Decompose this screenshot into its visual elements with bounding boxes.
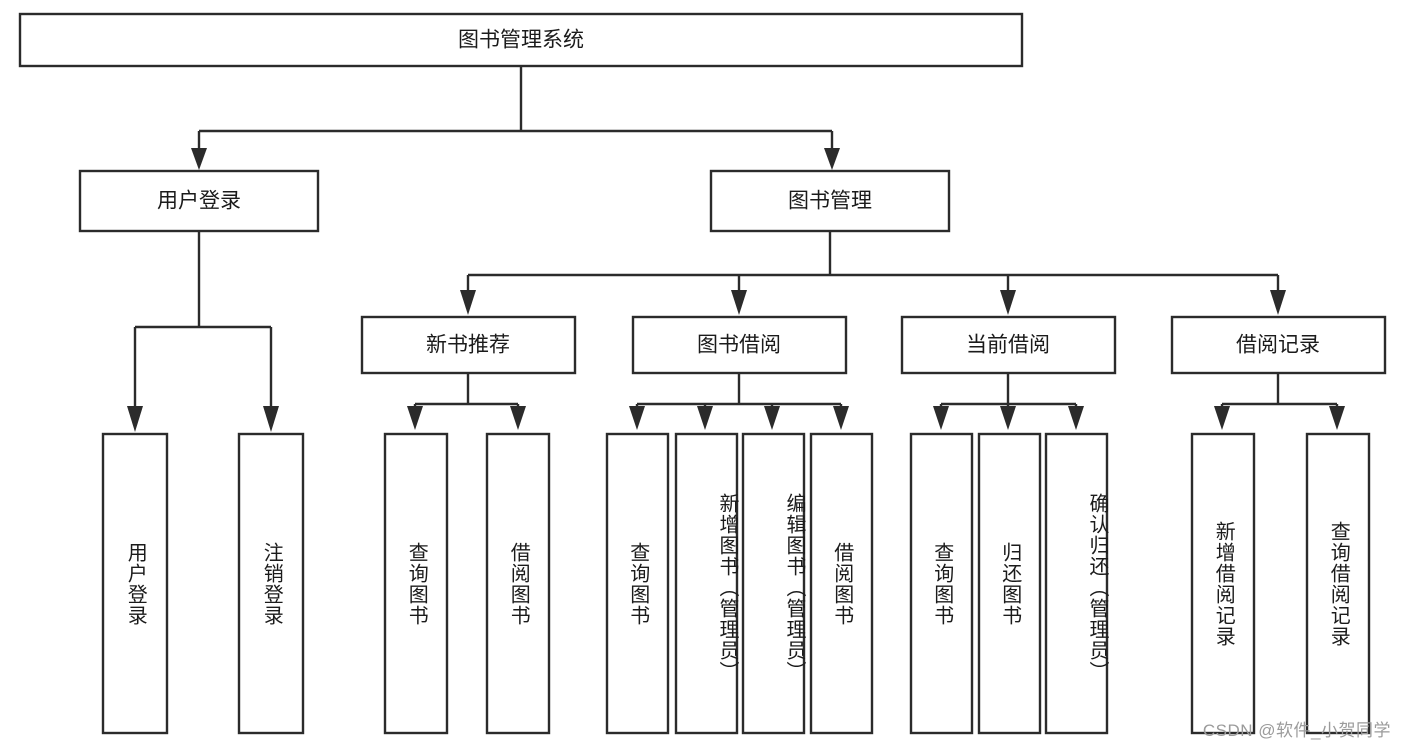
connector-new-book-to-leaves	[407, 373, 526, 430]
arrow-head-icon	[1068, 406, 1084, 430]
leaf-box-borrow-book[interactable]	[809, 432, 874, 735]
leaf-box-query-book-current[interactable]	[909, 432, 974, 735]
node-book-borrow-label: 图书借阅	[697, 334, 781, 357]
node-current-borrow[interactable]: 当前借阅	[900, 315, 1117, 375]
node-root-label: 图书管理系统	[458, 29, 584, 52]
leaf-label-edit-book-admin: 编辑图书（管理员）	[783, 493, 805, 682]
leaf-label-logout: 注销登录	[260, 541, 283, 626]
leaf-label-add-borrow-record: 新增借阅记录	[1212, 520, 1235, 647]
node-root[interactable]: 图书管理系统	[18, 12, 1024, 68]
arrow-head-icon	[407, 406, 423, 430]
leaf-label-user-login: 用户登录	[124, 541, 147, 626]
arrow-head-icon	[510, 406, 526, 430]
leaf-box-query-book-new[interactable]	[383, 432, 449, 735]
leaf-box-add-book-admin[interactable]	[674, 432, 739, 735]
connector-borrow-record-to-leaves	[1214, 373, 1345, 430]
node-new-book-recommend-box[interactable]	[360, 315, 577, 375]
node-user-login[interactable]: 用户登录	[78, 169, 320, 233]
leaf-label-query-book-new: 查询图书	[405, 541, 428, 626]
leaf-box-borrow-book-new[interactable]	[485, 432, 551, 735]
arrow-head-icon	[1000, 406, 1016, 430]
arrow-head-icon	[191, 148, 207, 170]
arrow-head-icon	[1214, 406, 1230, 430]
node-borrow-record-label: 借阅记录	[1236, 334, 1320, 357]
arrow-head-icon	[764, 406, 780, 430]
node-new-book-recommend[interactable]: 新书推荐	[360, 315, 577, 375]
node-borrow-record[interactable]: 借阅记录	[1170, 315, 1387, 375]
leaf-label-return-book: 归还图书	[998, 541, 1021, 626]
leaf-label-query-borrow-record: 查询借阅记录	[1327, 520, 1350, 647]
leaf-box-user-login[interactable]	[101, 432, 169, 735]
arrow-head-icon	[933, 406, 949, 430]
node-root-box[interactable]	[18, 12, 1024, 68]
leaf-box-logout[interactable]	[237, 432, 305, 735]
node-book-management-label: 图书管理	[788, 190, 872, 213]
connector-current-borrow-to-leaves	[933, 373, 1084, 430]
arrow-head-icon	[460, 290, 476, 315]
leaf-box-confirm-return-admin[interactable]	[1044, 432, 1109, 735]
leaf-label-borrow-book: 借阅图书	[830, 541, 853, 626]
arrow-head-icon	[697, 406, 713, 430]
node-book-borrow[interactable]: 图书借阅	[631, 315, 848, 375]
arrow-head-icon	[833, 406, 849, 430]
arrow-head-icon	[731, 290, 747, 315]
leaf-box-add-borrow-record[interactable]	[1190, 432, 1256, 735]
node-new-book-recommend-label: 新书推荐	[426, 334, 510, 357]
node-book-management[interactable]: 图书管理	[709, 169, 951, 233]
leaf-label-add-book-admin: 新增图书（管理员）	[716, 493, 738, 682]
arrow-head-icon	[1000, 290, 1016, 315]
leaf-box-return-book[interactable]	[977, 432, 1042, 735]
arrow-head-icon	[127, 406, 143, 432]
node-user-login-label: 用户登录	[157, 190, 241, 213]
connector-user-login-to-leaves	[127, 231, 279, 432]
node-user-login-box[interactable]	[78, 169, 320, 233]
connector-book-management-to-level3	[460, 231, 1286, 315]
connector-root-to-level2	[191, 66, 840, 170]
arrow-head-icon	[263, 406, 279, 432]
leaf-label-borrow-book-new: 借阅图书	[507, 541, 530, 626]
leaf-box-edit-book-admin[interactable]	[741, 432, 806, 735]
arrow-head-icon	[824, 148, 840, 170]
node-book-borrow-box[interactable]	[631, 315, 848, 375]
node-current-borrow-label: 当前借阅	[966, 334, 1050, 357]
arrow-head-icon	[629, 406, 645, 430]
leaf-label-confirm-return-admin: 确认归还（管理员）	[1086, 493, 1108, 682]
connector-book-borrow-to-leaves	[629, 373, 849, 430]
leaf-label-query-book-borrow: 查询图书	[626, 541, 649, 626]
leaf-box-query-book-borrow[interactable]	[605, 432, 670, 735]
leaf-box-query-borrow-record[interactable]	[1305, 432, 1371, 735]
arrow-head-icon	[1329, 406, 1345, 430]
arrow-head-icon	[1270, 290, 1286, 315]
node-book-management-box[interactable]	[709, 169, 951, 233]
leaf-label-query-book-current: 查询图书	[930, 541, 953, 626]
node-borrow-record-box[interactable]	[1170, 315, 1387, 375]
